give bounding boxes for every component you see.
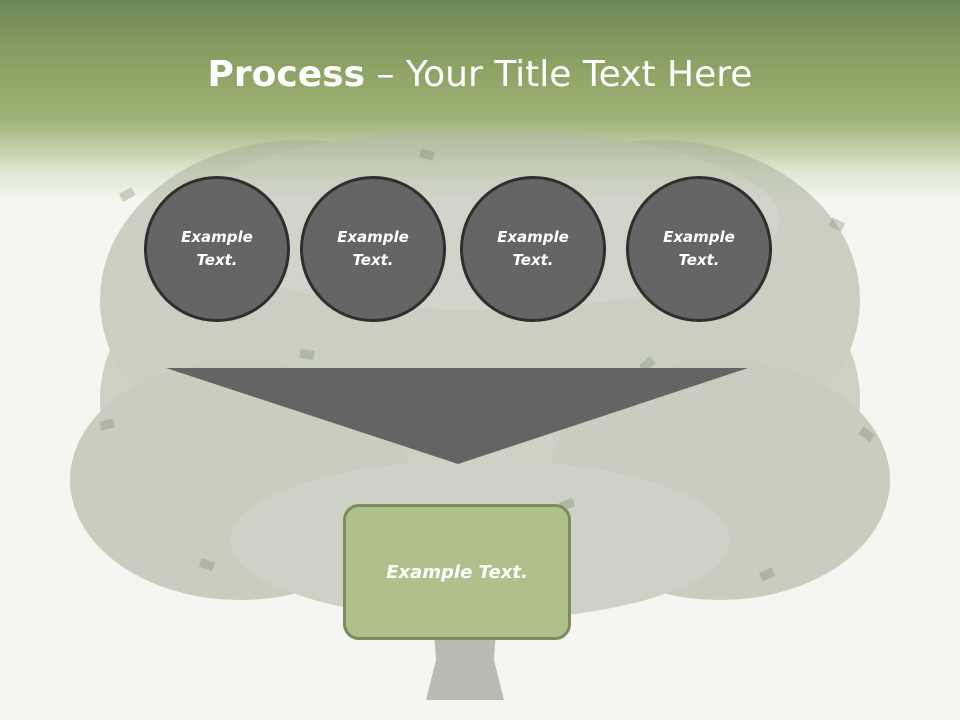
result-box-text: Example Text. xyxy=(386,561,528,583)
result-box[interactable]: Example Text. xyxy=(343,504,571,640)
slide-title: Process – Your Title Text Here xyxy=(0,50,960,100)
circle-line2: Text. xyxy=(512,251,554,269)
circle-line1: Example xyxy=(181,228,253,246)
title-bold: Process xyxy=(207,54,366,95)
circle-line2: Text. xyxy=(352,251,394,269)
circle-line1: Example xyxy=(663,228,735,246)
circle-line2: Text. xyxy=(196,251,238,269)
circle-line1: Example xyxy=(337,228,409,246)
title-rest: – Your Title Text Here xyxy=(365,54,753,95)
circle-line2: Text. xyxy=(678,251,720,269)
circle-line1: Example xyxy=(497,228,569,246)
